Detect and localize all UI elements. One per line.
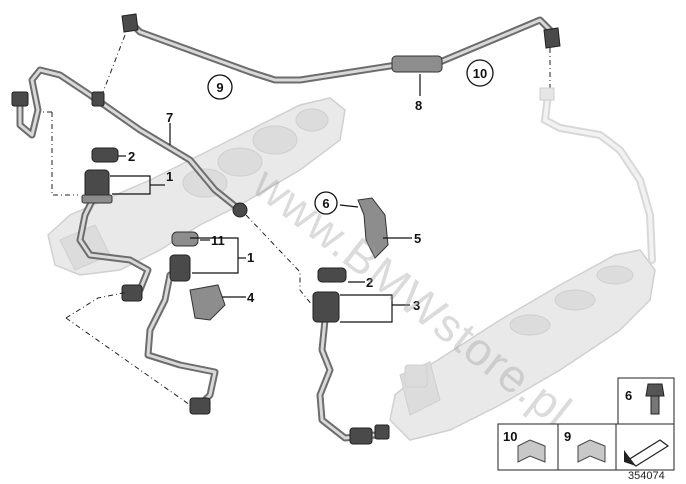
legend-box-10: 10 — [497, 423, 559, 471]
callout-6-circle — [314, 191, 338, 215]
clip-9-icon — [577, 439, 606, 463]
clamp-2-upper — [91, 147, 119, 163]
callout-10: 10 — [473, 66, 487, 81]
callout-2-lower: 2 — [366, 275, 373, 290]
right-lower-hose — [316, 316, 390, 445]
hose-end-left — [11, 91, 29, 107]
callout-1-lower: 1 — [247, 250, 254, 265]
legend-label-10: 10 — [503, 429, 517, 444]
top-vent-pipe — [121, 13, 561, 84]
vent-hose-left — [11, 66, 248, 218]
callout-1-upper: 1 — [166, 169, 173, 184]
legend-box-9: 9 — [557, 423, 617, 471]
hose-end-center — [232, 202, 248, 218]
bolt-icon — [645, 383, 665, 397]
clamp-2-lower — [317, 267, 347, 283]
callout-11: 11 — [211, 233, 225, 248]
inline-damper — [391, 55, 443, 73]
clip-10-icon — [517, 439, 546, 463]
hose-clip — [91, 91, 105, 107]
clamp-11 — [171, 231, 199, 247]
bracket-4 — [189, 284, 226, 321]
callout-6: 6 — [322, 196, 329, 211]
callout-5: 5 — [414, 231, 421, 246]
callout-8: 8 — [415, 98, 422, 113]
arrow-head — [624, 450, 636, 466]
callout-4: 4 — [247, 290, 255, 305]
valve-1-upper — [81, 169, 113, 204]
pipe-end-right — [543, 27, 561, 49]
callout-2-upper: 2 — [128, 149, 135, 164]
left-lower-hose — [76, 191, 219, 415]
legend-label-6: 6 — [625, 388, 632, 403]
left-manifold — [47, 97, 346, 276]
valve-3 — [312, 291, 340, 323]
legend-box-arrow — [615, 423, 675, 471]
bolt-shaft — [650, 395, 660, 415]
callout-7: 7 — [166, 110, 173, 125]
callout-9-circle — [207, 74, 233, 100]
bracket-5-6 — [357, 197, 389, 259]
pipe-end-left — [121, 13, 139, 33]
callout-9: 9 — [216, 80, 223, 95]
valve-1-lower — [169, 254, 191, 282]
callout-3: 3 — [413, 298, 420, 313]
drawing-number: 354074 — [628, 470, 665, 482]
leader-lines — [110, 74, 421, 323]
callout-10-circle — [466, 59, 494, 87]
legend-box-6: 6 — [617, 377, 675, 425]
legend-label-9: 9 — [564, 429, 571, 444]
right-manifold — [389, 249, 656, 441]
